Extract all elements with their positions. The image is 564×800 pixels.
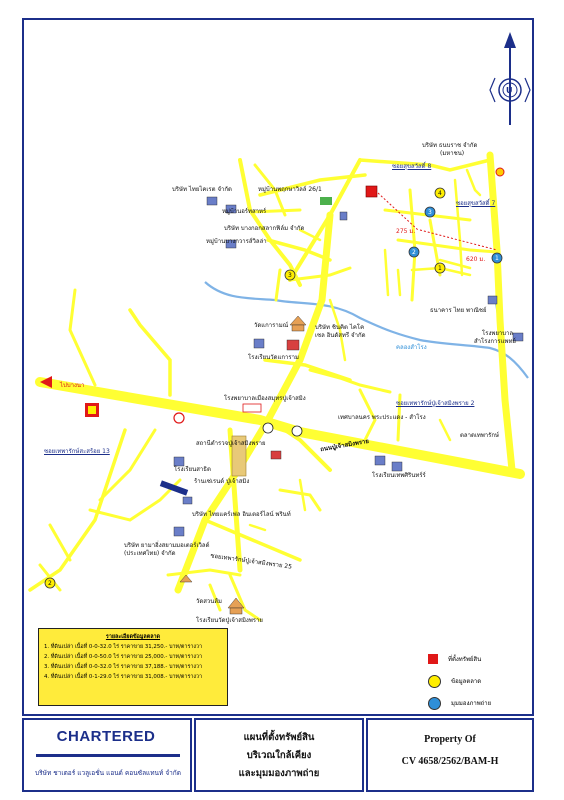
- north-label: U: [506, 86, 513, 95]
- label-company-top: บริษัท ธนบราช จำกัด: [422, 142, 478, 149]
- site-building: [231, 435, 247, 477]
- north-arrow-icon: U: [489, 32, 531, 125]
- label-company-container: บริษัท ไทยแคร์เฟล อินเตอร์ไลน์ พรินท์: [192, 511, 291, 518]
- svg-text:3: 3: [428, 209, 432, 216]
- label-village-1: หมู่บ้านพฤกษาวิลล์ 26/1: [258, 186, 322, 193]
- title-line-1: แผนที่ตั้งทรัพย์สิน: [243, 732, 315, 743]
- title-block-brand: CHARTERED บริษัท ชาเตอร์ แวลูเอชั่น แอนด…: [22, 718, 192, 792]
- view-markers: 1 2 3: [408, 206, 503, 264]
- school-icons: [270, 339, 300, 460]
- label-village-3: หมู่บ้านบางกวารส์วิลล่า: [206, 238, 267, 245]
- label-bank: ธนาคาร ไทย พาณิชย์: [430, 307, 487, 314]
- label-police: สถานีตำรวจปู่เจ้าสมิงพราย: [196, 440, 266, 447]
- building-icons: [173, 196, 524, 537]
- label-municipality: เทศบาลนคร พระประแดง - สำโรง: [338, 414, 426, 421]
- label-road-13: ซอยเทพารักษ์สะสร้อย 13: [44, 448, 110, 455]
- label-soi-2: ซอยเทพารักษ์ปู่เจ้าสมิงพราย 2: [396, 400, 475, 407]
- brand-underline: [36, 754, 180, 757]
- label-school-3: โรงเรียนวัดปู่เจ้าสมิงพราย: [196, 617, 263, 624]
- title-block-title: แผนที่ตั้งทรัพย์สิน บริเวณใกล้เคียง และม…: [194, 718, 364, 792]
- label-company-yamaha-2: (ประเทศไทย) จำกัด: [124, 550, 176, 557]
- market-data-heading: รายละเอียดข้อมูลตลาด: [105, 634, 161, 640]
- svg-text:1: 1: [495, 255, 499, 262]
- label-company-yamaha: บริษัท ยามาฮิ่งสยามมอเตอร์เวิลด์: [124, 542, 210, 549]
- label-hospital-1: โรงพยาบาล: [482, 330, 514, 337]
- label-temple-1: วัดแการามณ์: [254, 322, 289, 329]
- site-marker: [365, 185, 378, 198]
- legend-site: ที่ตั้งทรัพย์สิน: [428, 648, 528, 670]
- market-data-row: 1. ที่ดินเปล่า เนื้อที่ 0-0-32.0 ไร่ ราค…: [44, 644, 203, 650]
- label-alley-8: ซอยสุขสวัสดิ์ 8: [392, 163, 432, 170]
- view-point-3: [424, 206, 436, 218]
- label-school-2: โรงเรียนสาธิต: [174, 466, 211, 473]
- yellow-circle-icon: [428, 674, 441, 688]
- label-company-top-sub: (มหาชน): [440, 150, 465, 157]
- property-reference: CV 4658/2562/BAM-H: [401, 756, 499, 767]
- legend-view: มุมมองภาพถ่าย: [428, 692, 528, 714]
- label-market: ตลาดเทพารักษ์: [460, 432, 499, 439]
- property-of-label: Property Of: [424, 734, 476, 745]
- legend: ที่ตั้งทรัพย์สิน ข้อมูลตลาด มุมมองภาพถ่า…: [428, 648, 528, 714]
- market-point-4: [434, 187, 446, 199]
- red-square-icon: [428, 654, 438, 664]
- market-data-box: รายละเอียดข้อมูลตลาด 1. ที่ดินเปล่า เนื้…: [38, 628, 228, 706]
- poi-red-icons: [85, 167, 505, 437]
- to-bangna-arrow: [40, 376, 52, 388]
- temple-icons: [179, 315, 307, 615]
- svg-text:2: 2: [48, 580, 52, 587]
- title-line-3: และมุมมองภาพถ่าย: [238, 768, 320, 779]
- north-road: [486, 151, 516, 474]
- diagonal-road: [174, 211, 334, 594]
- label-temple-2: วัดสวนส้ม: [196, 598, 223, 605]
- label-alley-7: ซอยสุขสวัสดิ์ 7: [456, 200, 496, 207]
- canal-line: [204, 281, 529, 379]
- label-shop: ร้านเซ่เรนด์ ปู่เจ้าสมิง: [194, 478, 250, 485]
- svg-text:4: 4: [438, 190, 442, 197]
- map-frame: [22, 18, 534, 716]
- market-point-1: [434, 262, 446, 274]
- legend-market: ข้อมูลตลาด: [428, 670, 528, 692]
- label-company-chinkit-2: เซล อินดัสทรี จำกัด: [315, 332, 366, 339]
- market-point-3: [284, 269, 296, 281]
- brand-company-name: บริษัท ชาเตอร์ แวลูเอชั่น แอนด์ คอนซัลแท…: [35, 769, 181, 777]
- label-school-1: โรงเรียนวัดแการาม: [248, 354, 299, 361]
- svg-text:3: 3: [288, 272, 292, 279]
- label-hospital-1b: สำโรงการแพทย์: [474, 338, 516, 345]
- brand-name: CHARTERED: [56, 728, 156, 745]
- market-data-row: 3. ที่ดินเปล่า เนื้อที่ 0-0-32.0 ไร่ ราค…: [44, 664, 203, 670]
- label-company-chinkit: บริษัท ชินคิต ไคโค: [315, 324, 365, 331]
- market-data-row: 4. ที่ดินเปล่า เนื้อที่ 0-1-29.0 ไร่ ราค…: [44, 674, 203, 680]
- blue-circle-icon: [428, 696, 441, 710]
- title-block-property: Property Of CV 4658/2562/BAM-H: [366, 718, 534, 792]
- market-data-row: 2. ที่ดินเปล่า เนื้อที่ 0-0-50.0 ไร่ ราค…: [44, 654, 203, 660]
- label-distance-1: 275 ม.: [396, 228, 416, 235]
- view-point-1: [491, 252, 503, 264]
- view-point-2: [408, 246, 420, 258]
- label-distance-2: 620 ม.: [466, 256, 486, 263]
- svg-text:1: 1: [438, 265, 442, 272]
- market-point-2: [44, 577, 56, 589]
- label-hosp-2: โรงเรียนเทพศิรินทร์ร์: [372, 472, 426, 479]
- label-to-bangna: ไปบางนา: [60, 382, 85, 389]
- label-hospital-poo: โรงพยาบาลเมืองสมุทรปูเจ้าสมิง: [224, 395, 306, 402]
- market-markers: 1 2 3 4: [44, 187, 446, 589]
- title-line-2: บริเวณใกล้เคียง: [246, 750, 312, 761]
- svg-text:2: 2: [412, 249, 416, 256]
- label-company-thai: บริษัท ไทยไคเรต จำกัด: [172, 186, 232, 193]
- label-company-sakon: บริษัท บางกอกสลากฟิล์ม จำกัด: [224, 225, 305, 232]
- label-canal: คลองสำโรง: [396, 344, 427, 351]
- label-village-2: หมู่บ้านอร์ทสาหร์: [222, 208, 267, 215]
